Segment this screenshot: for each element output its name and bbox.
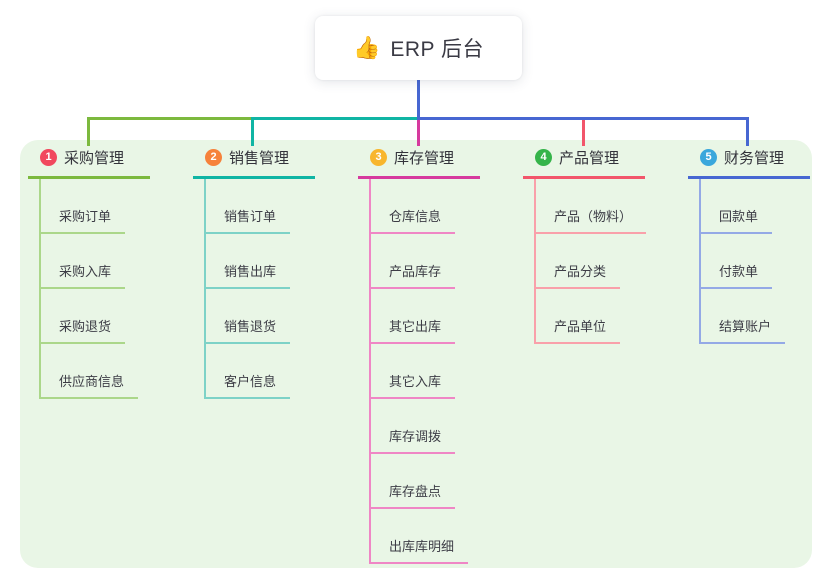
connector-drop-product [582,120,585,146]
branch-label: 财务管理 [724,150,785,167]
child-node[interactable]: 结算账户 [701,289,786,344]
branch-header[interactable]: 3 库存管理 [358,147,480,179]
branch-number-badge: 3 [370,149,387,166]
child-node[interactable]: 产品库存 [371,234,456,289]
branch-header[interactable]: 5 财务管理 [688,147,810,179]
root-label: ERP 后台 [390,38,485,61]
branch-number-badge: 2 [205,149,222,166]
branch-header[interactable]: 2 销售管理 [193,147,315,179]
connector-drop-inventory [417,120,420,146]
connector-root-stem [417,80,420,118]
child-node[interactable]: 采购入库 [41,234,126,289]
connector-bus-green [87,117,253,120]
branch-children: 采购订单 采购入库 采购退货 供应商信息 [39,179,139,399]
child-node[interactable]: 销售退货 [206,289,291,344]
child-node[interactable]: 出库库明细 [371,509,469,564]
child-node[interactable]: 销售订单 [206,179,291,234]
branch-inventory: 3 库存管理 仓库信息 产品库存 其它出库 其它入库 库存调拨 库存盘点 出库库… [358,147,480,564]
child-node[interactable]: 库存盘点 [371,454,456,509]
child-node[interactable]: 回款单 [701,179,773,234]
branch-children: 产品（物料） 产品分类 产品单位 [534,179,647,344]
thumbs-up-icon: 👍 [352,35,381,60]
branch-finance: 5 财务管理 回款单 付款单 结算账户 [688,147,810,344]
child-node[interactable]: 产品分类 [536,234,621,289]
branch-label: 采购管理 [64,150,125,167]
branch-number-badge: 1 [40,149,57,166]
connector-drop-finance [746,117,749,146]
branch-label: 销售管理 [229,150,290,167]
child-node[interactable]: 仓库信息 [371,179,456,234]
branch-children: 回款单 付款单 结算账户 [699,179,786,344]
branch-number-badge: 5 [700,149,717,166]
root-node[interactable]: 👍 ERP 后台 [315,16,522,80]
branch-product: 4 产品管理 产品（物料） 产品分类 产品单位 [523,147,647,344]
child-node[interactable]: 采购退货 [41,289,126,344]
child-node[interactable]: 产品单位 [536,289,621,344]
branch-sales: 2 销售管理 销售订单 销售出库 销售退货 客户信息 [193,147,315,399]
child-node[interactable]: 销售出库 [206,234,291,289]
branch-label: 产品管理 [559,150,620,167]
child-node[interactable]: 供应商信息 [41,344,139,399]
branches-panel [20,140,812,568]
branch-header[interactable]: 1 采购管理 [28,147,150,179]
branch-children: 仓库信息 产品库存 其它出库 其它入库 库存调拨 库存盘点 出库库明细 [369,179,469,564]
branch-number-badge: 4 [535,149,552,166]
child-node[interactable]: 库存调拨 [371,399,456,454]
branch-children: 销售订单 销售出库 销售退货 客户信息 [204,179,291,399]
connector-bus-teal [251,117,419,120]
child-node[interactable]: 客户信息 [206,344,291,399]
child-node[interactable]: 采购订单 [41,179,126,234]
branch-header[interactable]: 4 产品管理 [523,147,645,179]
connector-drop-purchase [87,117,90,146]
connector-drop-sales [251,117,254,146]
connector-bus-blue [417,117,749,120]
branch-purchase: 1 采购管理 采购订单 采购入库 采购退货 供应商信息 [28,147,150,399]
child-node[interactable]: 付款单 [701,234,773,289]
branch-label: 库存管理 [394,150,455,167]
child-node[interactable]: 其它入库 [371,344,456,399]
child-node[interactable]: 产品（物料） [536,179,647,234]
child-node[interactable]: 其它出库 [371,289,456,344]
